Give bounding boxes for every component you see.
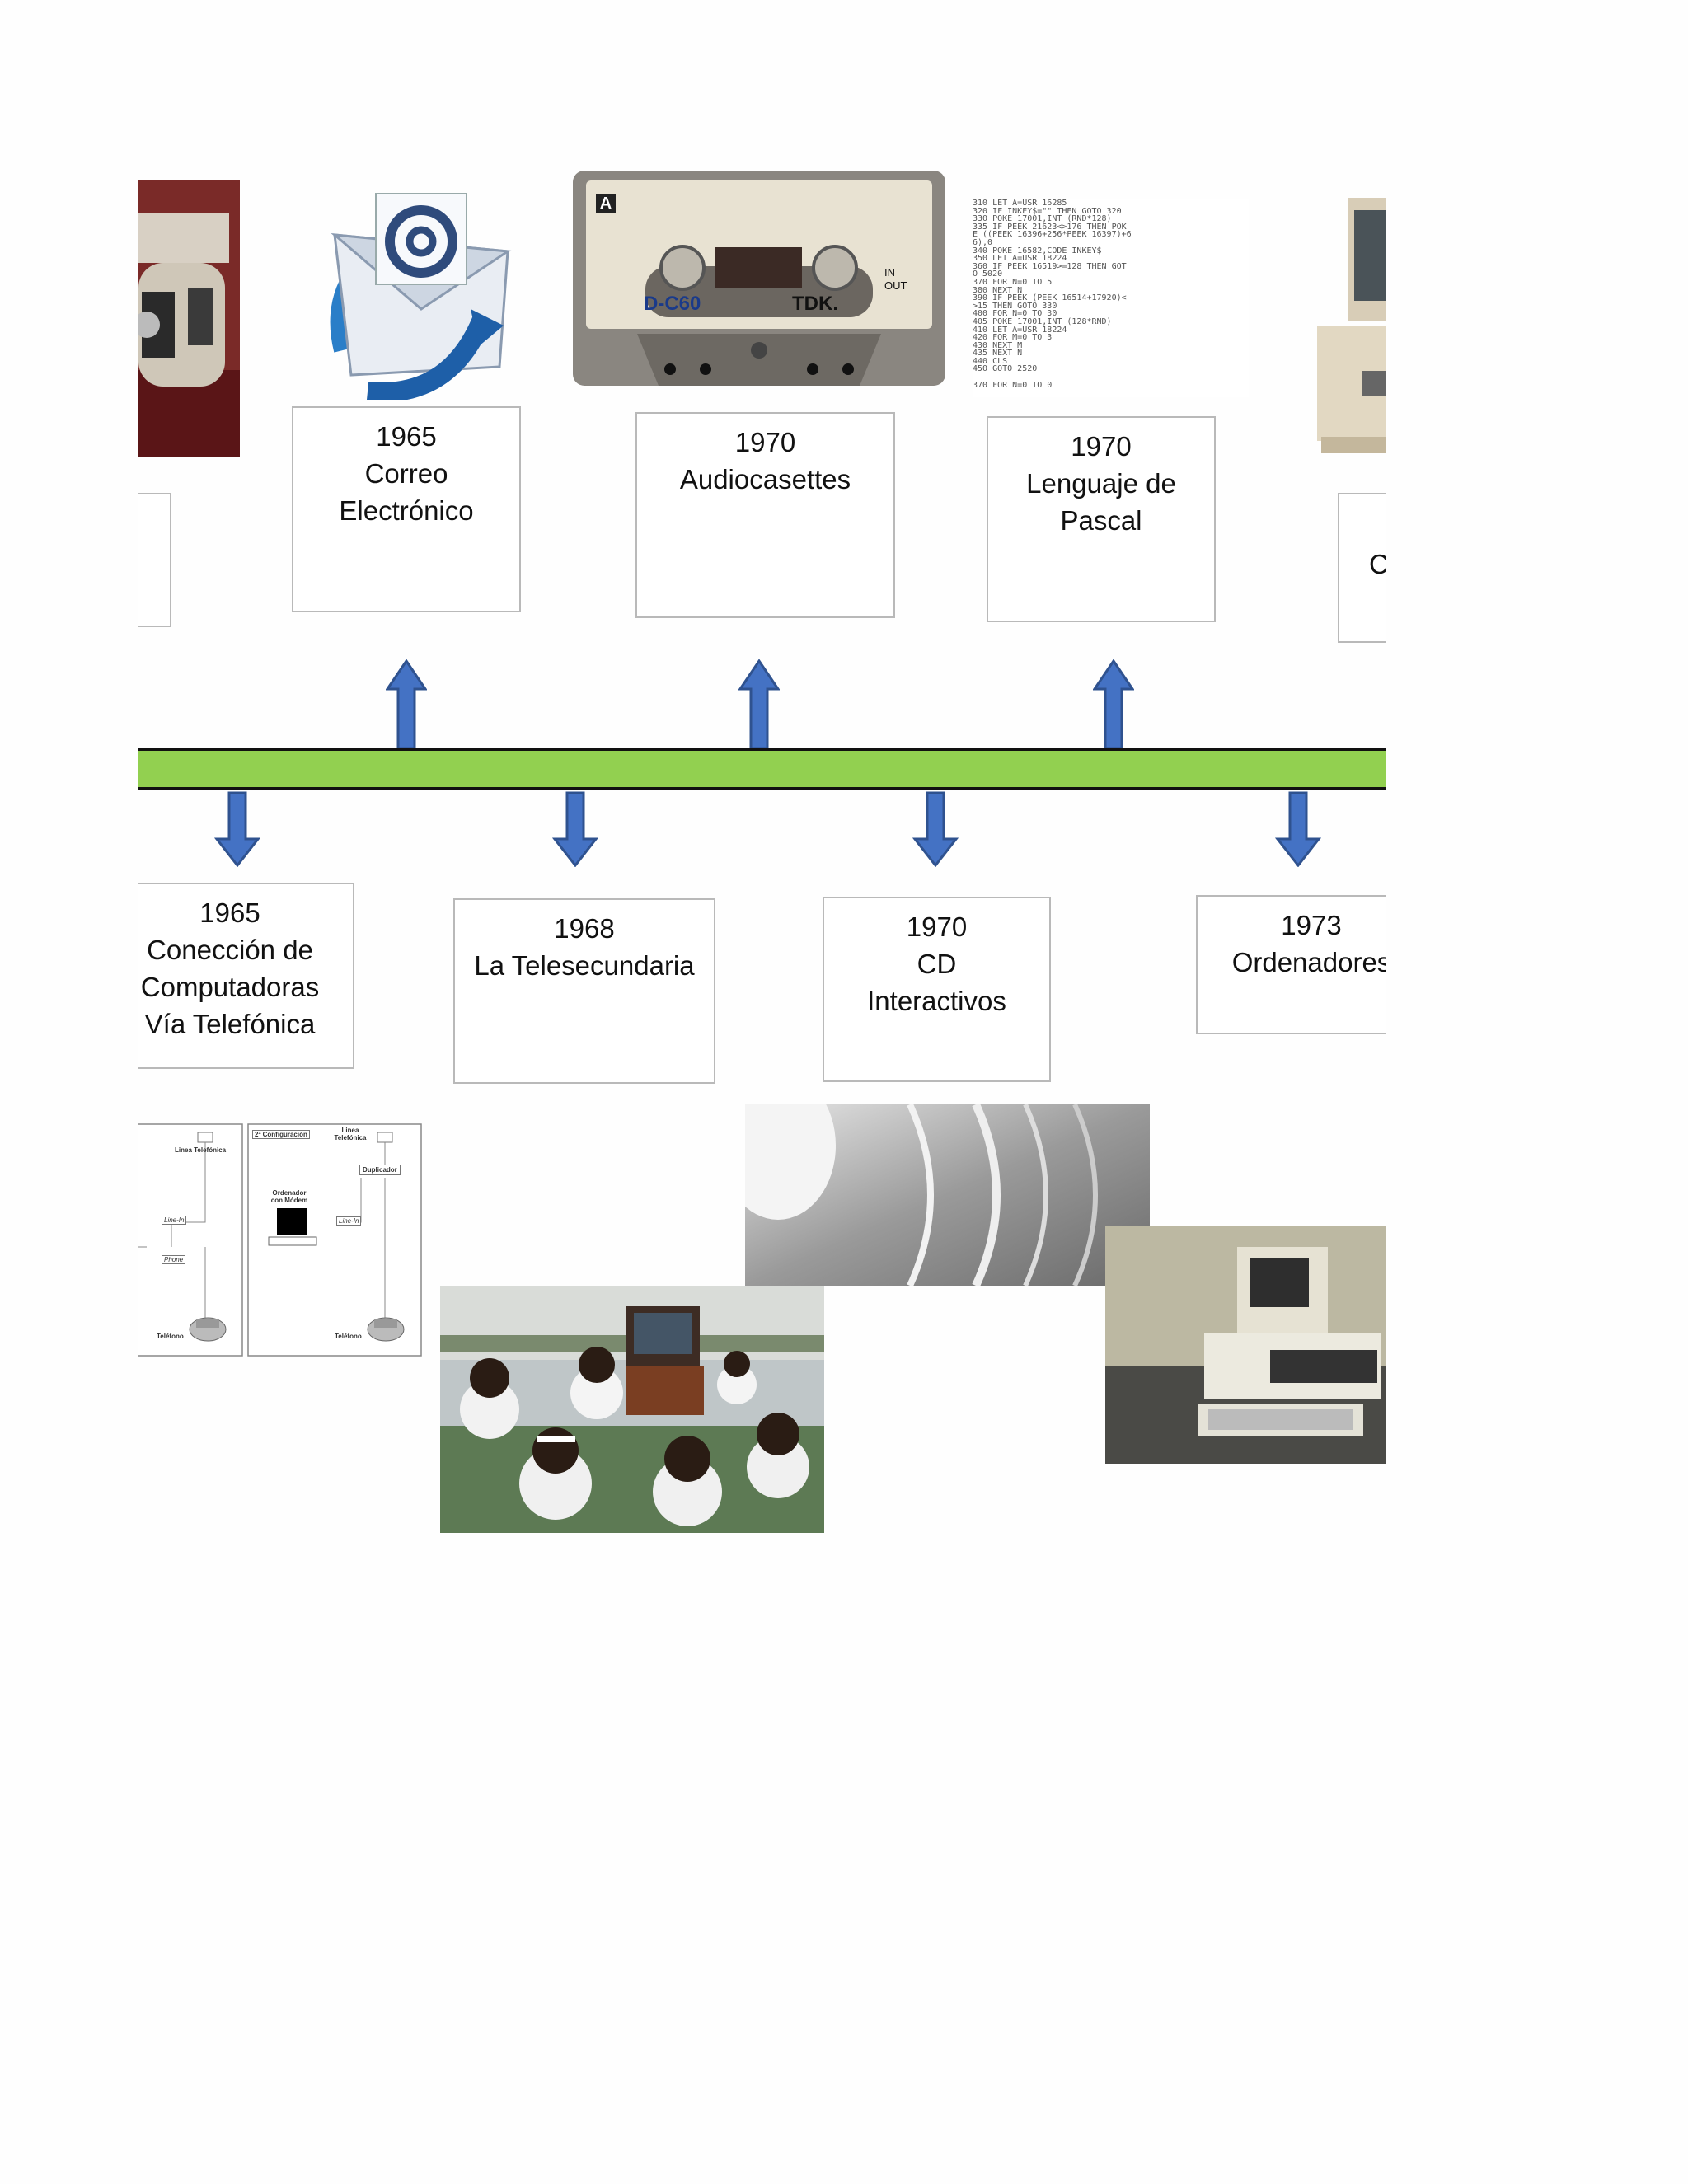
videophone-photo [138,180,240,457]
ibm-computer-photo [1313,185,1386,457]
event-year: 1970 [1071,431,1132,462]
event-box-partial-left [138,493,171,627]
event-year: 1965 [376,421,437,452]
code-line: 410 LET A=USR 18224 [973,325,1067,335]
telesecundaria-classroom-photo [440,1286,824,1533]
event-box-modem: 1965 Conección de Computadoras Vía Telef… [138,883,354,1069]
up-arrow-email [386,659,427,750]
code-line: 370 FOR N=0 TO 0 [973,380,1053,390]
down-arrow-modem [214,791,260,867]
event-title-line: Computadoras [140,972,320,1002]
diagram-label-linea-right: Linea Telefónica [334,1127,367,1141]
event-title-line: Interactivos [867,986,1006,1016]
modem-connection-diagram: Linea Telefónica Line-In Phone Teléfono … [138,1123,422,1357]
email-icon-image [318,185,524,400]
event-year: 1970 [906,912,968,942]
up-arrow-audiocassettes [738,659,780,750]
diagram-label-telefono-right: Teléfono [335,1333,362,1340]
diagram-label-linea-left: Linea Telefónica [175,1146,227,1154]
code-line: 380 NEXT N [973,285,1023,295]
diagram-label-linein-right: Line-In [336,1216,362,1226]
code-line: 310 LET A=USR 16285 [973,199,1067,208]
event-title-line: CD [917,949,957,979]
event-title-line: Correo [364,458,448,489]
diagram-label-linein-left: Line-In [162,1216,187,1225]
code-line: 450 GOTO 2520 [973,364,1038,374]
down-arrow-cd [912,791,959,867]
personal-computer-photo [1105,1226,1386,1464]
event-box-audiocassettes: 1970 Audiocasettes [635,412,895,618]
code-line: 330 POKE 17001,INT (RND*128) [973,214,1112,224]
event-title-line: C [1369,549,1386,579]
cassette-photo: A D-C60 TDK. IN OUT [571,169,947,387]
code-line: 400 FOR N=0 TO 30 [973,309,1057,319]
event-title-line: Audiocasettes [679,464,851,494]
event-title-line: Conección de [147,935,313,965]
code-line: 340 POKE 16582,CODE INKEY$ [973,246,1102,255]
event-year: 1965 [199,898,260,928]
event-title-line: Electrónico [339,495,474,526]
event-box-telesecundaria: 1968 La Telesecundaria [453,898,715,1084]
timeline-bar [138,748,1386,790]
diagram-label-ordenador: Ordenador con Módem [270,1189,308,1204]
event-year: 1968 [554,913,615,944]
code-line: E ((PEEK 16396+256*PEEK 16397)+6 [973,230,1132,240]
event-year: 1973 [1281,910,1342,940]
code-line: 440 CLS [973,356,1008,366]
event-title-line: La Telesecundaria [474,950,695,981]
event-box-partial-c: C [1338,493,1386,643]
up-arrow-pascal [1093,659,1134,750]
event-year: 1970 [734,427,796,457]
diagram-label-duplicador: Duplicador [359,1165,401,1175]
code-line: 6),0 [973,237,993,247]
code-line: O 5020 [973,269,1003,279]
code-line: 390 IF PEEK (PEEK 16514+17920)< [973,293,1127,303]
event-title-line: Vía Telefónica [144,1009,316,1039]
event-box-ordenadores: 1973 Ordenadores [1196,895,1386,1034]
event-title-line: Lenguaje de [1026,468,1176,499]
event-box-pascal: 1970 Lenguaje de Pascal [987,416,1216,622]
event-title-line: Ordenadores [1231,947,1386,977]
code-line: 350 LET A=USR 18224 [973,254,1067,264]
cd-disc-photo [745,1104,1150,1286]
cassette-brand-label: TDK. [792,293,838,315]
code-line: 435 NEXT N [973,349,1023,359]
event-title-line: Pascal [1060,505,1142,536]
code-line: 405 POKE 17001,INT (128*RND) [973,316,1112,326]
down-arrow-ordenadores [1275,791,1321,867]
code-line: >15 THEN GOTO 330 [973,301,1057,311]
cassette-in-label: IN [884,266,895,279]
cassette-side-label: A [599,194,612,213]
cassette-model-label: D-C60 [644,293,701,315]
code-line: 420 FOR M=0 TO 3 [973,333,1053,343]
cassette-out-label: OUT [884,279,907,292]
diagram-label-telefono-left: Teléfono [157,1333,184,1340]
diagram-label-config: 2ª Configuración [252,1130,310,1139]
code-line: 360 IF PEEK 16519>=128 THEN GOT [973,261,1127,271]
code-line: 320 IF INKEY$="" THEN GOTO 320 [973,206,1122,216]
code-line: 430 NEXT M [973,340,1023,350]
down-arrow-telesecundaria [552,791,598,867]
event-box-email: 1965 Correo Electrónico [292,406,521,612]
code-line: 335 IF PEEK 21623<>176 THEN POK [973,222,1127,232]
diagram-label-phone: Phone [162,1255,186,1264]
event-box-cd: 1970 CD Interactivos [823,897,1051,1082]
code-line: 370 FOR N=0 TO 5 [973,277,1053,287]
